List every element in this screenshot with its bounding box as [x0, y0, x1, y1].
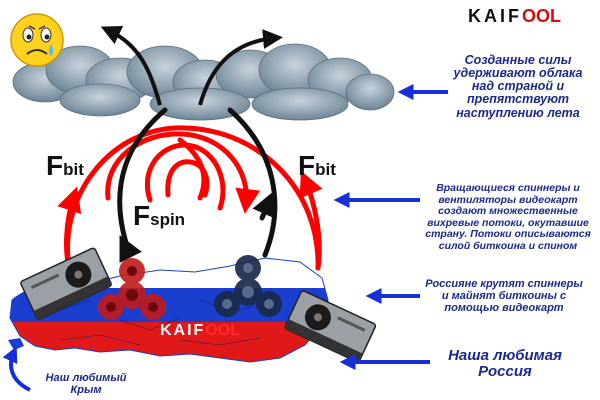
note-russia: Наша любимая Россия [448, 347, 562, 380]
cloud-icon [12, 43, 395, 121]
brand-text: KAIF [468, 6, 522, 26]
graphics-card-icon [20, 247, 113, 321]
annotation-arrows [2, 84, 448, 392]
force-label-center: Fspin [133, 200, 186, 231]
flag-brand: KAIFOOL [160, 322, 240, 339]
note-vortex: Вращающиеся спиннеры и вентиляторы видео… [425, 182, 591, 252]
fidget-spinner-icon [98, 258, 166, 320]
force-label-right: Fbit [298, 150, 336, 181]
red-vortex [57, 125, 323, 275]
brand-logo: KAIFOOL [468, 6, 561, 27]
brand-suffix: OOL [522, 6, 561, 26]
note-crimea: Наш любимый Крым [45, 372, 127, 396]
graphics-card-icon [284, 290, 377, 363]
fidget-spinner-icon [214, 255, 282, 317]
crimea-shape [8, 338, 24, 350]
sad-face-icon [10, 13, 64, 67]
force-label-left: Fbit [46, 150, 84, 181]
flag-brand-suffix: OOL [205, 322, 240, 339]
spin-force-arrows [117, 107, 278, 264]
note-clouds: Созданные силы удерживают облака над стр… [453, 53, 583, 120]
top-force-arrows [100, 26, 283, 106]
note-miners: Россияне крутят спиннеры и майнят биткои… [425, 278, 583, 315]
